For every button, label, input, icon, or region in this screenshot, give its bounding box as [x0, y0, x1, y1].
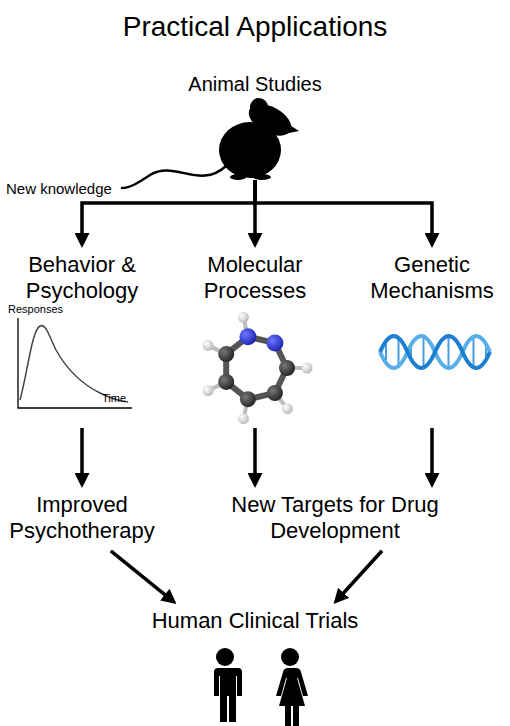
node-text: Molecular Processes: [190, 252, 320, 305]
people-icons: [212, 648, 308, 726]
node-text: Behavior & Psychology: [12, 252, 152, 305]
response-chart: [18, 318, 132, 408]
topic-node: Molecular Processes: [190, 252, 320, 428]
dna-rung: [473, 338, 475, 367]
flow-arrow: [80, 428, 84, 481]
dna-rung: [448, 337, 450, 367]
hydrogen-atoms: [203, 312, 313, 424]
man-body: [212, 668, 242, 722]
flow-arrow: [339, 551, 382, 599]
response-curve: [20, 326, 128, 402]
topic-node: Behavior & Psychology: [12, 252, 152, 428]
nitrogen-atoms: [239, 328, 283, 351]
molecule-model: [203, 312, 313, 424]
application-node: Improved Psychotherapy: [2, 492, 162, 545]
woman-head: [281, 648, 299, 666]
man-head: [216, 648, 234, 666]
dna-rung: [398, 339, 400, 365]
mouse-tail: [122, 166, 226, 188]
mouse-foot: [253, 174, 271, 180]
hydrogen-bonds: [208, 317, 307, 418]
node-text: Genetic Mechanisms: [362, 252, 502, 305]
dna-strand: [380, 336, 490, 368]
flow-arrow: [111, 551, 171, 599]
axis-label: Responses: [8, 303, 63, 316]
node-text: Animal Studies: [188, 72, 321, 96]
mouse-foot: [230, 174, 246, 180]
axis-label: Time: [102, 392, 126, 405]
carbon-atoms: [218, 346, 295, 407]
flow-arrow: [253, 428, 257, 481]
outcome-node: Human Clinical Trials: [152, 608, 359, 634]
application-node: New Targets for Drug Development: [218, 492, 453, 545]
dna-helix: [380, 336, 490, 368]
dna-rung: [423, 337, 425, 366]
mouse-head: [244, 98, 297, 143]
node-text: Human Clinical Trials: [152, 608, 359, 634]
dna-strand: [380, 336, 490, 368]
diagram-title: Practical Applications: [0, 10, 510, 44]
source-node: Animal Studies: [188, 72, 321, 180]
annotation-label: New knowledge: [6, 180, 112, 197]
flow-arrow: [255, 180, 432, 241]
mouse-nose: [284, 122, 299, 134]
topic-node: Genetic Mechanisms: [362, 252, 502, 428]
mouse-silhouette: [219, 98, 299, 180]
mouse-ear: [250, 98, 268, 116]
woman-body: [276, 668, 308, 726]
node-text: Improved Psychotherapy: [2, 492, 162, 545]
node-text: New Targets for Drug Development: [218, 492, 453, 545]
chart-axes: [18, 318, 132, 408]
flow-arrow: [430, 428, 434, 481]
